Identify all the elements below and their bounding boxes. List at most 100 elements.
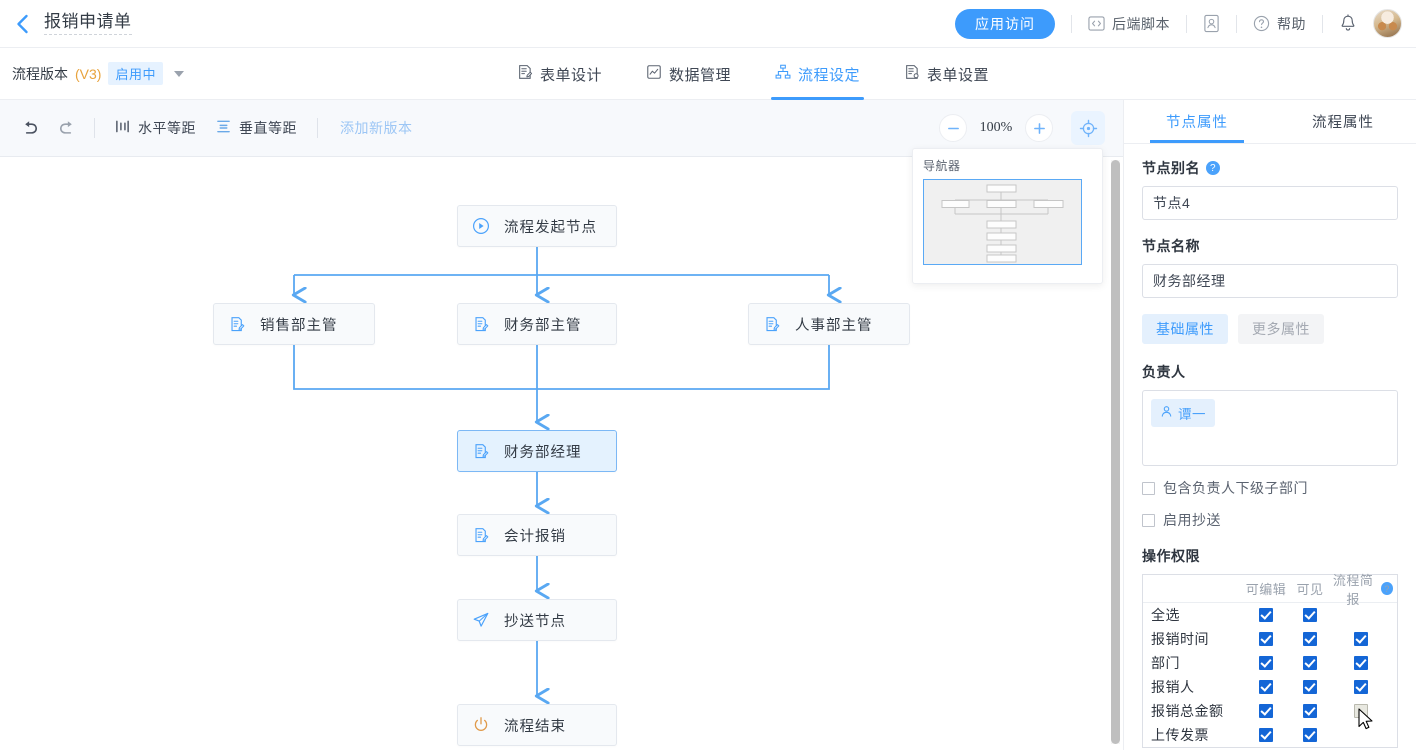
node-name-input[interactable] — [1142, 264, 1398, 298]
avatar[interactable] — [1373, 9, 1402, 38]
permission-row-name: 报销人 — [1151, 679, 1195, 695]
owner-selector[interactable]: 谭一 — [1142, 390, 1398, 466]
tab-form-design[interactable]: 表单设计 — [495, 48, 624, 100]
permissions-label: 操作权限 — [1142, 546, 1398, 566]
node-alias-input[interactable] — [1142, 186, 1398, 220]
checkbox-report[interactable] — [1354, 632, 1368, 646]
redo-icon — [59, 120, 72, 134]
checkbox-visible[interactable] — [1303, 632, 1317, 646]
permission-cell-visible[interactable] — [1291, 680, 1329, 694]
checkbox-editable[interactable] — [1259, 632, 1273, 646]
permission-cell-editable[interactable] — [1241, 656, 1291, 670]
permission-cell-editable[interactable] — [1241, 632, 1291, 646]
zoom-level: 100% — [979, 120, 1013, 135]
back-button[interactable] — [0, 0, 44, 48]
help-button[interactable]: 帮助 — [1253, 14, 1306, 34]
power-off-icon — [458, 716, 504, 734]
align-horizontal-label: 水平等距 — [138, 120, 196, 136]
align-vertical-button[interactable]: 垂直等距 — [206, 118, 307, 138]
checkbox-visible[interactable] — [1303, 704, 1317, 718]
undo-button[interactable] — [12, 110, 48, 146]
flow-node-accounting[interactable]: 会计报销 — [457, 514, 617, 556]
checkbox-visible[interactable] — [1303, 608, 1317, 622]
permission-cell-editable[interactable] — [1241, 704, 1291, 718]
tab-form-settings[interactable]: 表单设置 — [882, 48, 1011, 100]
contacts-button[interactable] — [1203, 14, 1220, 33]
owner-chip[interactable]: 谭一 — [1151, 399, 1215, 427]
checkbox-visible[interactable] — [1303, 728, 1317, 742]
flow-node-end[interactable]: 流程结束 — [457, 704, 617, 746]
permissions-col-report-text: 流程简报 — [1332, 572, 1374, 607]
align-horizontal-button[interactable]: 水平等距 — [105, 118, 206, 138]
checkbox-report[interactable] — [1354, 704, 1368, 718]
chevron-down-icon — [173, 70, 184, 77]
plus-icon — [1033, 122, 1045, 134]
flow-node-sales-manager[interactable]: 销售部主管 — [213, 303, 375, 345]
permission-cell-report[interactable] — [1329, 704, 1393, 718]
tab-flow-settings[interactable]: 流程设定 — [753, 48, 882, 100]
flow-node-finance-director[interactable]: 财务部经理 — [457, 430, 617, 472]
permission-cell-report[interactable] — [1329, 632, 1393, 646]
redo-button[interactable] — [48, 110, 84, 146]
permission-cell-visible[interactable] — [1291, 704, 1329, 718]
checkbox-report[interactable] — [1354, 656, 1368, 670]
zoom-out-button[interactable] — [939, 114, 967, 142]
tab-flow-properties[interactable]: 流程属性 — [1312, 115, 1374, 131]
permission-cell-visible[interactable] — [1291, 632, 1329, 646]
flow-node-finance-supervisor[interactable]: 财务部主管 — [457, 303, 617, 345]
permission-cell-visible[interactable] — [1291, 728, 1329, 742]
checkbox-include-suborg[interactable]: 包含负责人下级子部门 — [1142, 478, 1398, 498]
checkbox-editable[interactable] — [1259, 656, 1273, 670]
data-manage-icon — [646, 64, 662, 84]
permission-cell-editable[interactable] — [1241, 728, 1291, 742]
navigator-title: 导航器 — [923, 159, 961, 173]
backend-script-button[interactable]: 后端脚本 — [1088, 14, 1170, 34]
canvas-scrollbar[interactable] — [1111, 160, 1120, 744]
permission-cell-report[interactable] — [1329, 728, 1393, 742]
permission-cell-visible[interactable] — [1291, 608, 1329, 622]
checkbox-editable[interactable] — [1259, 608, 1273, 622]
question-help-icon[interactable]: ? — [1381, 582, 1393, 595]
checkbox-visible[interactable] — [1303, 656, 1317, 670]
pill-basic-properties[interactable]: 基础属性 — [1142, 314, 1228, 344]
question-help-icon[interactable]: ? — [1206, 161, 1220, 175]
tab-form-settings-label: 表单设置 — [927, 66, 990, 84]
pill-more-properties[interactable]: 更多属性 — [1238, 314, 1324, 344]
main-tabs: 表单设计 数据管理 — [495, 48, 1011, 100]
checkbox-report[interactable] — [1354, 680, 1368, 694]
tab-data-management[interactable]: 数据管理 — [624, 48, 753, 100]
tab-form-design-label: 表单设计 — [540, 66, 603, 84]
fit-to-screen-button[interactable] — [1071, 111, 1105, 145]
app-access-button[interactable]: 应用访问 — [955, 8, 1055, 39]
flow-node-hr-manager[interactable]: 人事部主管 — [748, 303, 910, 345]
checkbox-enable-cc[interactable]: 启用抄送 — [1142, 510, 1398, 530]
add-new-version-button[interactable]: 添加新版本 — [340, 120, 413, 136]
zoom-in-button[interactable] — [1025, 114, 1053, 142]
navigator-minimap[interactable] — [923, 179, 1082, 265]
header-actions: 应用访问 后端脚本 — [955, 0, 1416, 48]
permission-cell-visible[interactable] — [1291, 656, 1329, 670]
flow-canvas[interactable]: 流程发起节点 销售部主管 财务部主管 — [0, 157, 1123, 750]
flow-node-start[interactable]: 流程发起节点 — [457, 205, 617, 247]
permission-cell-editable[interactable] — [1241, 608, 1291, 622]
checkbox-editable[interactable] — [1259, 728, 1273, 742]
checkbox-editable[interactable] — [1259, 680, 1273, 694]
flow-node-cc[interactable]: 抄送节点 — [457, 599, 617, 641]
flow-version-selector[interactable]: 流程版本 (V3) 启用中 — [0, 62, 184, 85]
permission-cell-report[interactable] — [1329, 656, 1393, 670]
tab-node-properties[interactable]: 节点属性 — [1124, 100, 1270, 143]
approval-doc-icon — [458, 527, 504, 544]
checkbox-editable[interactable] — [1259, 704, 1273, 718]
permission-cell-editable[interactable] — [1241, 680, 1291, 694]
checkbox-visible[interactable] — [1303, 680, 1317, 694]
tab-flow-settings-label: 流程设定 — [798, 66, 861, 84]
undo-icon — [24, 120, 37, 134]
navigator-panel[interactable]: 导航器 — [912, 148, 1103, 284]
notifications-button[interactable] — [1339, 14, 1357, 33]
status-badge: 启用中 — [108, 62, 163, 85]
form-design-icon — [517, 64, 533, 84]
permission-cell-report[interactable] — [1329, 680, 1393, 694]
permission-cell-report[interactable] — [1329, 608, 1393, 622]
page-title[interactable]: 报销申请单 — [44, 12, 132, 35]
canvas-scrollbar-thumb[interactable] — [1111, 160, 1120, 744]
